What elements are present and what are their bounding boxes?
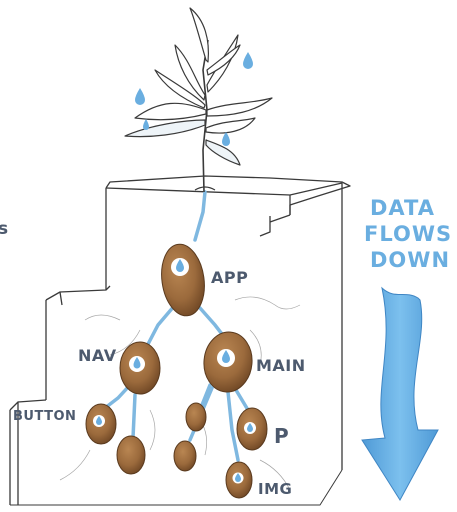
tree-edges bbox=[103, 190, 250, 462]
leaf bbox=[134, 102, 207, 121]
data-flows-caption: DATA FLOWS DOWN bbox=[364, 196, 452, 272]
label-img: IMG bbox=[258, 480, 292, 498]
leaf bbox=[124, 119, 206, 138]
node-unlabeled bbox=[185, 402, 207, 432]
node-unlabeled bbox=[116, 435, 146, 475]
hairline-roots bbox=[59, 296, 301, 491]
water-drop-icon bbox=[176, 259, 184, 272]
soil-block bbox=[9, 175, 351, 506]
edge-nav-button bbox=[103, 383, 132, 410]
water-drop-icon bbox=[235, 473, 241, 482]
label-nav: NAV bbox=[78, 346, 117, 365]
edge-nav-potato bbox=[131, 393, 137, 440]
edge-stem-app bbox=[193, 190, 207, 242]
water-drop-icon bbox=[243, 52, 253, 69]
edge-main-p bbox=[234, 388, 250, 412]
leaf bbox=[206, 97, 273, 117]
caption-line-3: DOWN bbox=[370, 248, 450, 272]
leaf bbox=[205, 117, 256, 134]
edge-main-img bbox=[226, 390, 240, 462]
leaf bbox=[205, 139, 241, 166]
cropped-edge-text: s bbox=[0, 219, 9, 239]
leaf bbox=[154, 69, 206, 109]
water-drop-icon bbox=[133, 357, 141, 369]
water-drop-icon bbox=[96, 416, 102, 425]
node-button bbox=[85, 403, 117, 445]
water-drop-icon bbox=[143, 119, 149, 130]
edge-app-nav bbox=[144, 303, 177, 350]
node-main bbox=[203, 331, 253, 393]
leaf bbox=[189, 7, 210, 63]
label-main: MAIN bbox=[256, 356, 306, 375]
water-drop-icon bbox=[135, 88, 145, 105]
label-app: APP bbox=[211, 268, 248, 287]
soil-mound bbox=[194, 186, 216, 191]
plant bbox=[124, 7, 273, 193]
leaf bbox=[174, 44, 206, 101]
node-app bbox=[161, 243, 205, 317]
caption-line-2: FLOWS bbox=[364, 222, 452, 246]
water-drop-icon bbox=[222, 350, 230, 363]
node-unlabeled bbox=[173, 440, 197, 472]
node-labels: APP NAV MAIN BUTTON P IMG bbox=[13, 268, 306, 498]
water-drop-icon bbox=[247, 423, 253, 432]
down-arrow-icon bbox=[361, 286, 439, 501]
node-p bbox=[236, 407, 268, 451]
potato-nodes bbox=[85, 243, 268, 499]
node-img bbox=[225, 461, 253, 499]
water-droplets bbox=[135, 52, 253, 146]
label-p: P bbox=[274, 424, 289, 448]
label-button: BUTTON bbox=[13, 409, 76, 424]
node-nav bbox=[119, 341, 161, 395]
water-drop-icon bbox=[222, 132, 230, 146]
leaf bbox=[206, 44, 241, 76]
caption-line-1: DATA bbox=[370, 196, 435, 220]
